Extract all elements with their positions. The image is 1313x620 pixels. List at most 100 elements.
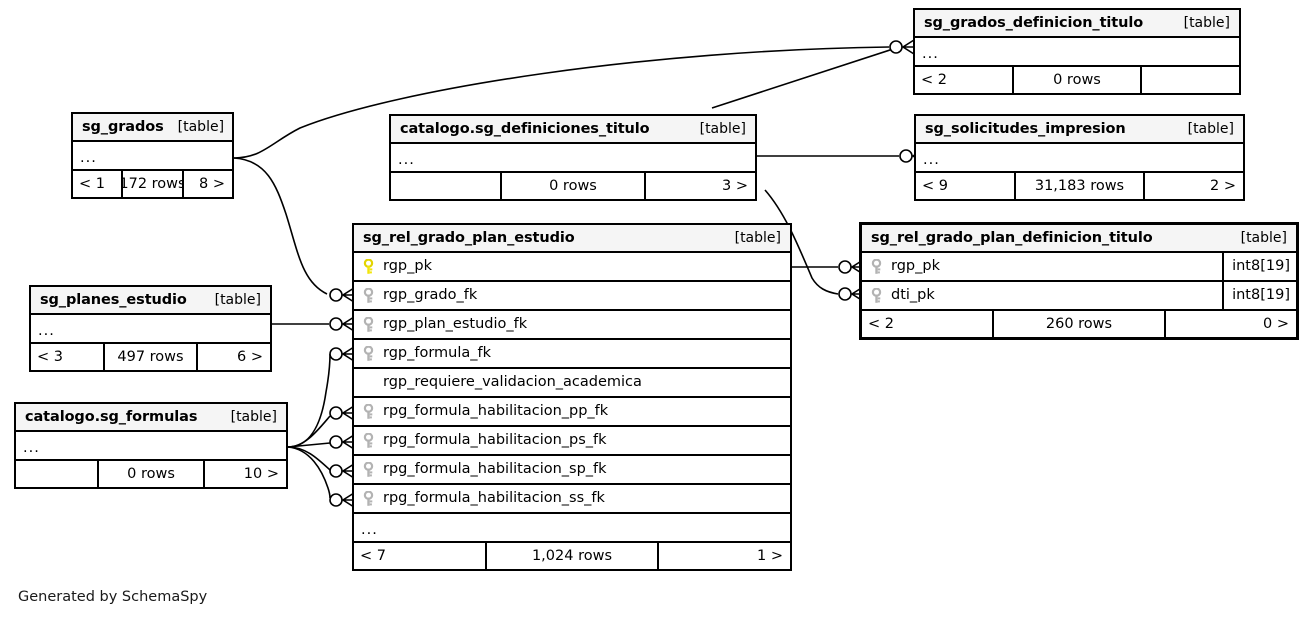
- table-catalogo-sg_formulas[interactable]: catalogo.sg_formulas [table] ... 0 rows …: [14, 402, 288, 489]
- column-name: rpg_formula_habilitacion_ss_fk: [383, 491, 605, 506]
- table-title: catalogo.sg_definiciones_titulo: [400, 120, 650, 137]
- ellipsis-label: ...: [361, 522, 378, 539]
- footer-row-count: 497 rows: [102, 344, 199, 370]
- column-name: rgp_formula_fk: [383, 346, 492, 361]
- footer-children-count: 6 >: [237, 348, 263, 365]
- foreign-key-icon: [362, 315, 375, 333]
- hidden-columns-row: ...: [916, 144, 1243, 173]
- table-footer: < 2 0 rows: [915, 67, 1239, 93]
- footer-children-count: 3 >: [722, 177, 748, 194]
- footer-parents-count: < 3: [37, 348, 63, 365]
- column-name: rpg_formula_habilitacion_pp_fk: [383, 404, 609, 419]
- table-footer: 0 rows 3 >: [391, 173, 755, 199]
- edge-sg_grados-to-rgp_grado_fk: [233, 157, 328, 295]
- table-title: sg_grados: [82, 118, 164, 135]
- table-title: sg_solicitudes_impresion: [925, 120, 1126, 137]
- edge-formulas-to-rpg_formula_habilitacion_sp_fk: [287, 446, 331, 471]
- table-type-tag: [table]: [1187, 121, 1234, 137]
- column-name: rgp_plan_estudio_fk: [383, 317, 528, 332]
- table-title: sg_rel_grado_plan_estudio: [363, 229, 575, 246]
- edge-definiciones_titulo-to-grados_definicion_titulo: [711, 48, 894, 109]
- table-sg_rel_grado_plan_definicion_titulo[interactable]: sg_rel_grado_plan_definicion_titulo [tab…: [859, 222, 1299, 340]
- edge-formulas-to-rpg_formula_habilitacion_pp_fk: [287, 415, 331, 448]
- table-sg_solicitudes_impresion[interactable]: sg_solicitudes_impresion [table] ... < 9…: [914, 114, 1245, 201]
- footer-parents-count: < 9: [922, 177, 948, 194]
- footer-row-count: 31,183 rows: [1014, 173, 1145, 199]
- footer-row-count: 0 rows: [500, 173, 646, 199]
- foreign-key-icon: [870, 257, 883, 275]
- column-name: rpg_formula_habilitacion_sp_fk: [383, 462, 607, 477]
- column-row-rpg_formula_habilitacion_pp_fk[interactable]: rpg_formula_habilitacion_pp_fk: [354, 398, 790, 427]
- ellipsis-label: ...: [923, 152, 940, 169]
- column-name: rgp_pk: [891, 259, 940, 274]
- footer-parents-count: < 7: [360, 547, 386, 564]
- generated-by-credit: Generated by SchemaSpy: [18, 589, 208, 605]
- column-row-rgp_pk[interactable]: rgp_pk: [354, 253, 790, 282]
- table-title: catalogo.sg_formulas: [25, 408, 198, 425]
- hidden-columns-row: ...: [915, 38, 1239, 67]
- footer-parents-count: < 1: [79, 175, 105, 192]
- table-header: sg_grados_definicion_titulo [table]: [915, 10, 1239, 38]
- table-catalogo-sg_definiciones_titulo[interactable]: catalogo.sg_definiciones_titulo [table] …: [389, 114, 757, 201]
- table-header: sg_rel_grado_plan_definicion_titulo [tab…: [862, 225, 1296, 253]
- edge-formulas-to-rpg_formula_habilitacion_ps_fk: [287, 442, 331, 448]
- table-type-tag: [table]: [177, 119, 225, 135]
- footer-children-count: 2 >: [1210, 177, 1236, 194]
- hidden-columns-row: ...: [31, 315, 270, 344]
- table-footer: < 1 172 rows 8 >: [73, 171, 232, 197]
- edge-formulas-to-rpg_formula_habilitacion_ss_fk: [287, 446, 331, 499]
- table-type-tag: [table]: [734, 230, 781, 246]
- primary-key-icon: [362, 257, 375, 275]
- ellipsis-label: ...: [80, 150, 97, 167]
- footer-children-count: 1 >: [757, 547, 783, 564]
- table-sg_grados_definicion_titulo[interactable]: sg_grados_definicion_titulo [table] ... …: [913, 8, 1241, 95]
- table-footer: < 2 260 rows 0 >: [862, 311, 1296, 337]
- column-row-rpg_formula_habilitacion_sp_fk[interactable]: rpg_formula_habilitacion_sp_fk: [354, 456, 790, 485]
- column-type: int8[19]: [1222, 282, 1296, 309]
- footer-row-count: 1,024 rows: [484, 543, 660, 569]
- footer-parents-count: [391, 173, 500, 199]
- table-type-tag: [table]: [1183, 15, 1230, 31]
- column-name: rpg_formula_habilitacion_ps_fk: [383, 433, 607, 448]
- ellipsis-label: ...: [922, 46, 939, 63]
- column-row-rgp_plan_estudio_fk[interactable]: rgp_plan_estudio_fk: [354, 311, 790, 340]
- footer-row-count: 260 rows: [992, 311, 1166, 337]
- table-header: sg_planes_estudio [table]: [31, 287, 270, 315]
- column-row-rgp_grado_fk[interactable]: rgp_grado_fk: [354, 282, 790, 311]
- column-name: rgp_pk: [383, 259, 432, 274]
- foreign-key-icon: [362, 460, 375, 478]
- column-row-rpg_formula_habilitacion_ps_fk[interactable]: rpg_formula_habilitacion_ps_fk: [354, 427, 790, 456]
- foreign-key-icon: [362, 402, 375, 420]
- table-type-tag: [table]: [214, 292, 261, 308]
- footer-children-count: 8 >: [199, 175, 225, 192]
- column-row-dti_pk[interactable]: dti_pk int8[19]: [862, 282, 1296, 311]
- column-row-rgp_formula_fk[interactable]: rgp_formula_fk: [354, 340, 790, 369]
- column-row-rgp_pk[interactable]: rgp_pk int8[19]: [862, 253, 1296, 282]
- table-title: sg_planes_estudio: [40, 291, 187, 308]
- column-row-rpg_formula_habilitacion_ss_fk[interactable]: rpg_formula_habilitacion_ss_fk: [354, 485, 790, 514]
- footer-children-count: [1142, 67, 1239, 93]
- foreign-key-icon: [362, 286, 375, 304]
- hidden-columns-row: ...: [354, 514, 790, 543]
- hidden-columns-row: ...: [391, 144, 755, 173]
- table-sg_rel_grado_plan_estudio[interactable]: sg_rel_grado_plan_estudio [table] rgp_pk: [352, 223, 792, 571]
- footer-parents-count: [16, 461, 97, 487]
- edge-formulas-to-rgp_formula_fk: [287, 353, 331, 448]
- table-footer: < 9 31,183 rows 2 >: [916, 173, 1243, 199]
- table-sg_grados[interactable]: sg_grados [table] ... < 1 172 rows 8 >: [71, 112, 234, 199]
- footer-parents-count: < 2: [868, 315, 894, 332]
- hidden-columns-row: ...: [16, 432, 286, 461]
- table-header: sg_rel_grado_plan_estudio [table]: [354, 225, 790, 253]
- foreign-key-icon: [870, 286, 883, 304]
- footer-row-count: 172 rows: [120, 171, 185, 197]
- no-key-icon: [362, 375, 375, 391]
- footer-row-count: 0 rows: [97, 461, 205, 487]
- table-title: sg_grados_definicion_titulo: [924, 14, 1144, 31]
- column-row-rgp_requiere_validacion_academica[interactable]: rgp_requiere_validacion_academica: [354, 369, 790, 398]
- foreign-key-icon: [362, 489, 375, 507]
- table-header: sg_grados [table]: [73, 114, 232, 142]
- column-name: rgp_grado_fk: [383, 288, 478, 303]
- footer-row-count: 0 rows: [1012, 67, 1142, 93]
- table-sg_planes_estudio[interactable]: sg_planes_estudio [table] ... < 3 497 ro…: [29, 285, 272, 372]
